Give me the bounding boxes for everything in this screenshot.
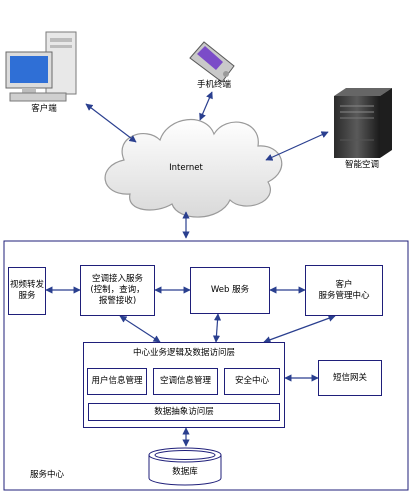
connector-lines (45, 91, 336, 447)
user-info-box: 用户信息管理 (87, 368, 147, 395)
sms-gateway-label: 短信网关 (332, 372, 367, 383)
arrow-client-internet (85, 103, 137, 143)
client-label: 客户端 (31, 104, 57, 114)
arrow-mobile-internet (199, 91, 213, 121)
security-box: 安全中心 (224, 368, 280, 395)
security-label: 安全中心 (234, 376, 269, 386)
arrow-access-core (119, 315, 161, 343)
video-relay-box: 视频转发 服务 (8, 267, 46, 315)
ac-info-label: 空调信息管理 (159, 376, 211, 386)
internet-label: Internet (169, 163, 203, 173)
customer-mgmt-label: 客户 服务管理中心 (318, 279, 370, 301)
mobile-label: 手机终端 (196, 80, 231, 90)
database-icon (148, 447, 222, 486)
service-center-frame (3, 240, 409, 491)
server-tower-icon (334, 88, 392, 158)
video-relay-label: 视频转发 服务 (9, 280, 44, 301)
core-logic-title: 中心业务逻辑及数据访问层 (132, 348, 235, 358)
ac-info-box: 空调信息管理 (153, 368, 218, 395)
user-info-label: 用户信息管理 (91, 376, 143, 386)
ac-access-label: 空调接入服务 (控制，查询， 报警接收) (90, 274, 145, 306)
data-access-box: 数据抽象访问层 (88, 403, 280, 421)
database-label: 数据库 (172, 467, 198, 477)
ac-access-box: 空调接入服务 (控制，查询， 报警接收) (80, 265, 155, 316)
customer-mgmt-box: 客户 服务管理中心 (305, 265, 383, 316)
sms-gateway-box: 短信网关 (318, 360, 382, 396)
desktop-computer-icon (5, 31, 77, 102)
data-access-label: 数据抽象访问层 (154, 406, 214, 417)
web-service-box: Web 服务 (190, 267, 270, 314)
arrow-web-core (212, 313, 222, 343)
arrow-ac-internet (265, 131, 329, 161)
arrow-customer-core (263, 314, 336, 344)
mobile-phone-icon (189, 41, 235, 83)
service-center-label: 服务中心 (30, 470, 65, 480)
web-service-label: Web 服务 (210, 285, 250, 295)
ac-label: 智能空调 (344, 160, 379, 170)
